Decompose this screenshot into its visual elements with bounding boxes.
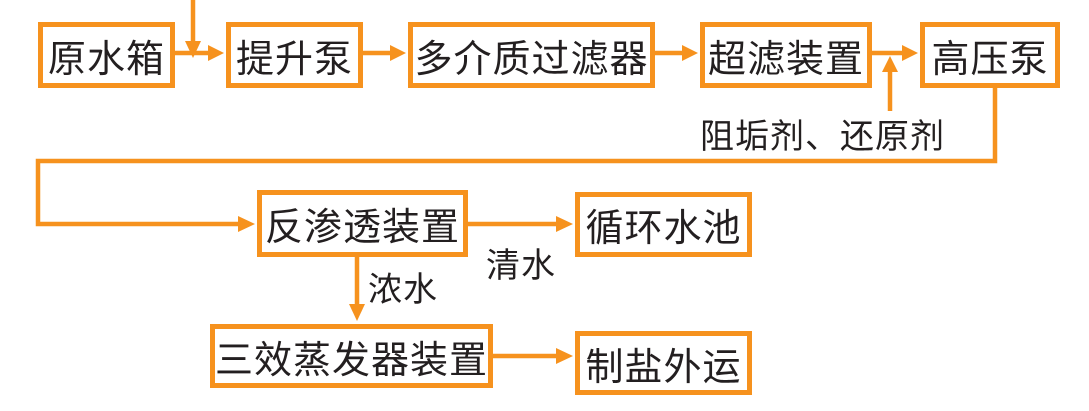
edge-filter-to-ultrafiltration <box>655 45 698 61</box>
label-clear-water: 清水 <box>486 247 556 285</box>
edge-evaporator-to-salt-shipping <box>493 348 573 364</box>
node-reverse-osmosis-unit: 反渗透装置 <box>257 190 468 257</box>
node-lift-pump: 提升泵 <box>226 22 363 88</box>
label-concentrated-water: 浓水 <box>368 271 438 309</box>
node-triple-effect-evaporator: 三效蒸发器装置 <box>210 324 493 388</box>
edge-reverse-osmosis-to-evaporator <box>349 255 365 321</box>
edge-reverse-osmosis-to-pool <box>468 216 573 232</box>
edge-tank-to-lift-pump <box>175 45 224 61</box>
edge-external-inlet <box>185 0 201 58</box>
node-circulating-water-pool: 循环水池 <box>575 192 752 257</box>
node-multimedia-filter: 多介质过滤器 <box>408 22 655 88</box>
edge-dosing-agents-injection <box>882 56 898 111</box>
node-ultrafiltration-unit: 超滤装置 <box>700 22 872 88</box>
label-dosing-agents: 阻垢剂、还原剂 <box>700 118 945 156</box>
node-salt-shipping: 制盐外运 <box>575 331 752 395</box>
node-raw-water-tank: 原水箱 <box>38 22 175 88</box>
node-high-pressure-pump: 高压泵 <box>920 22 1060 88</box>
edge-lift-pump-to-filter <box>363 45 406 61</box>
edge-ultrafiltration-to-hp-pump <box>872 45 918 61</box>
